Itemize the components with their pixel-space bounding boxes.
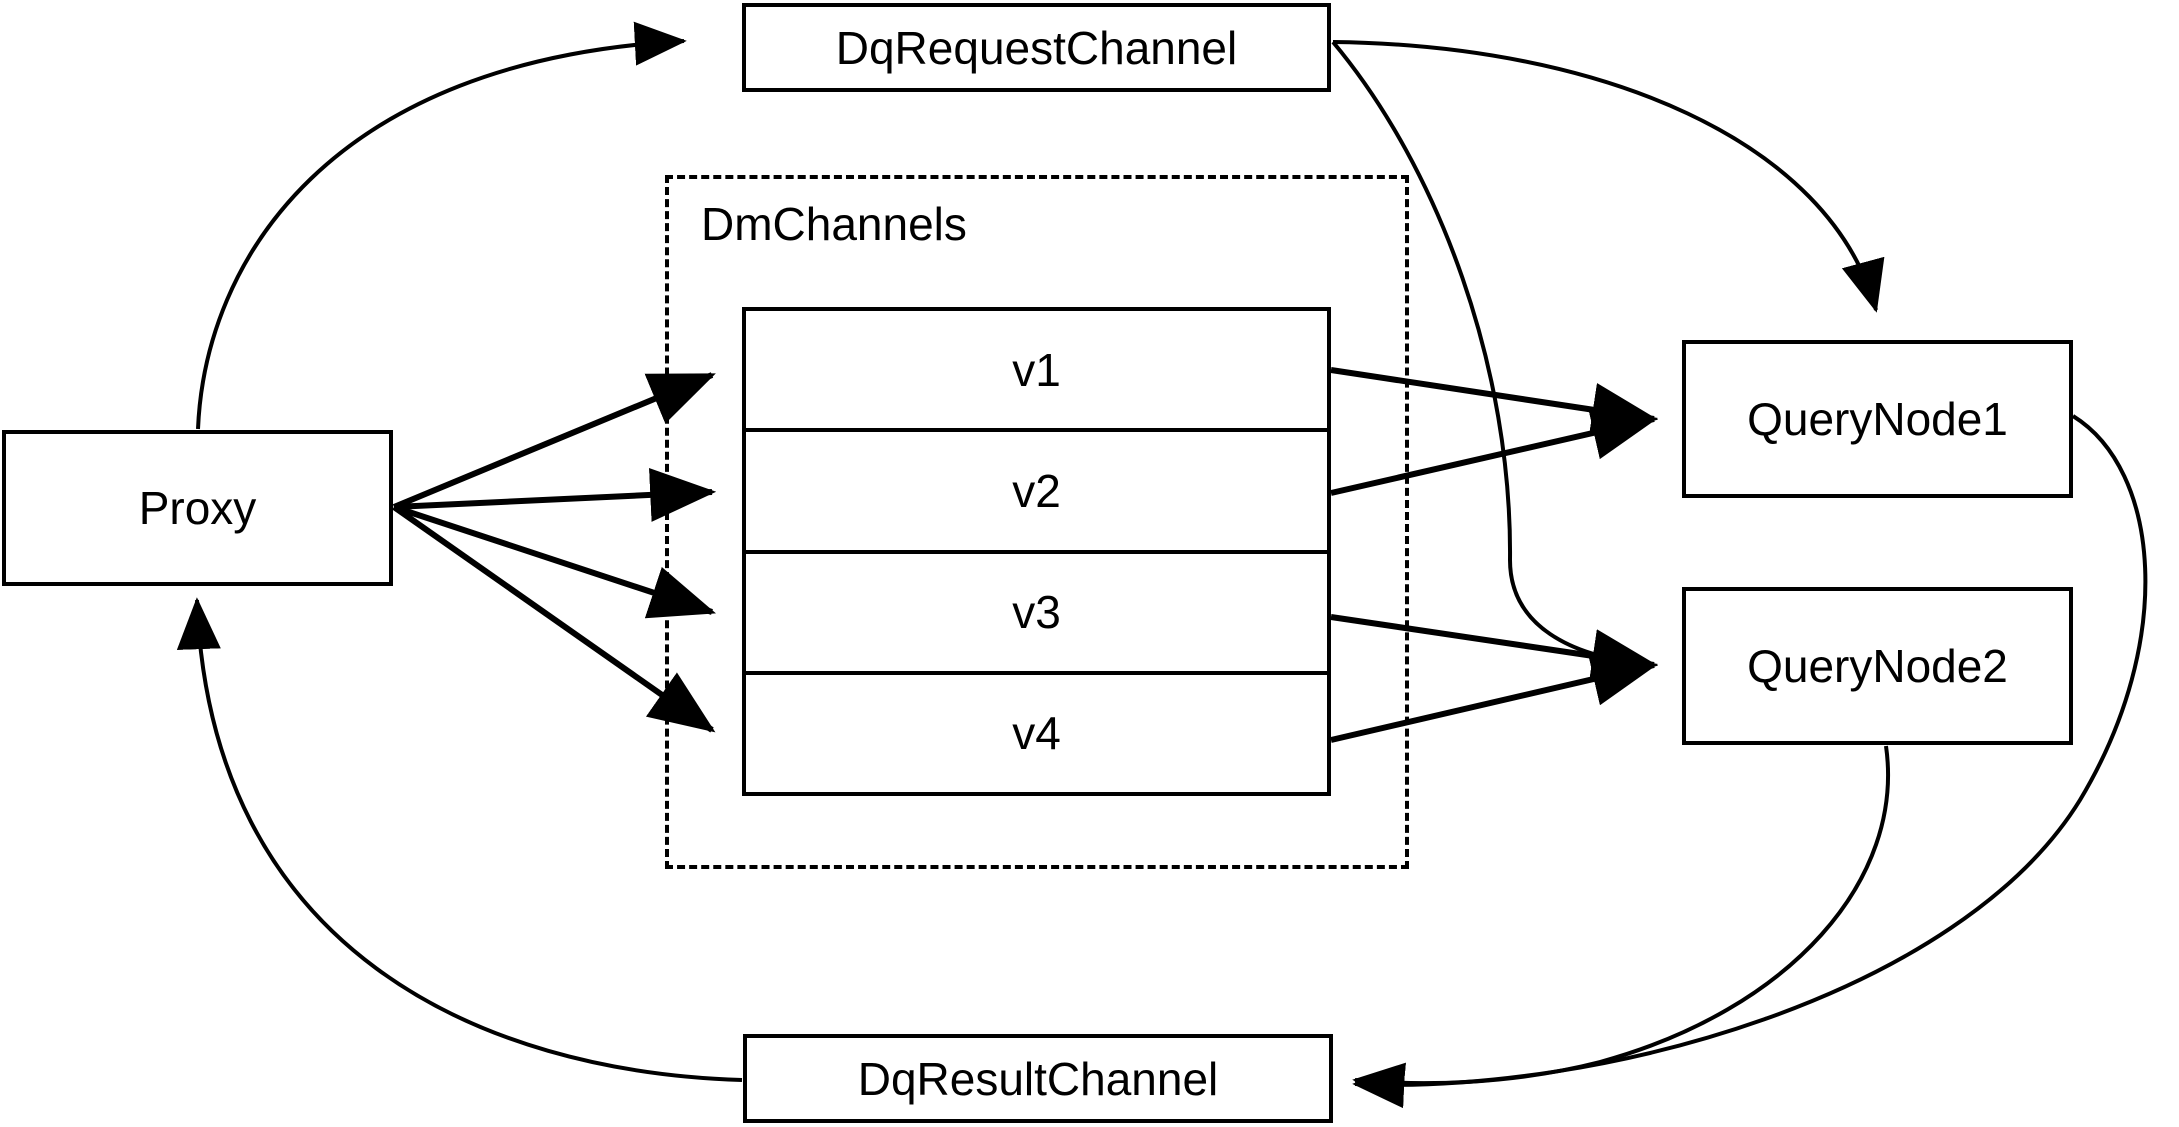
vchannel-row-v3[interactable]: v3 — [746, 553, 1327, 675]
node-query-node-2[interactable]: QueryNode2 — [1682, 587, 2073, 745]
edge-query-node-1-to-dq-result-channel — [1352, 414, 2148, 1109]
vchannel-row-v1[interactable]: v1 — [746, 311, 1327, 433]
node-proxy[interactable]: Proxy — [2, 430, 393, 586]
node-dq-request-channel[interactable]: DqRequestChannel — [742, 3, 1331, 92]
edge-proxy-to-dq-request-channel — [196, 21, 687, 430]
vchannel-row-v4[interactable]: v4 — [746, 674, 1327, 792]
vchannels-table: v1 v2 v3 v4 — [742, 307, 1331, 796]
dm-channels-label: DmChannels — [701, 198, 967, 250]
edge-query-node-2-to-dq-result-channel — [1352, 745, 1890, 1107]
dm-channels-group: DmChannels — [665, 175, 1409, 869]
edge-dq-result-channel-to-proxy — [176, 597, 743, 1082]
node-query-node-1[interactable]: QueryNode1 — [1682, 340, 2073, 498]
edge-dq-request-channel-to-query-node-1 — [1332, 40, 1885, 313]
node-dq-result-channel[interactable]: DqResultChannel — [743, 1034, 1333, 1123]
vchannel-row-v2[interactable]: v2 — [746, 432, 1327, 554]
